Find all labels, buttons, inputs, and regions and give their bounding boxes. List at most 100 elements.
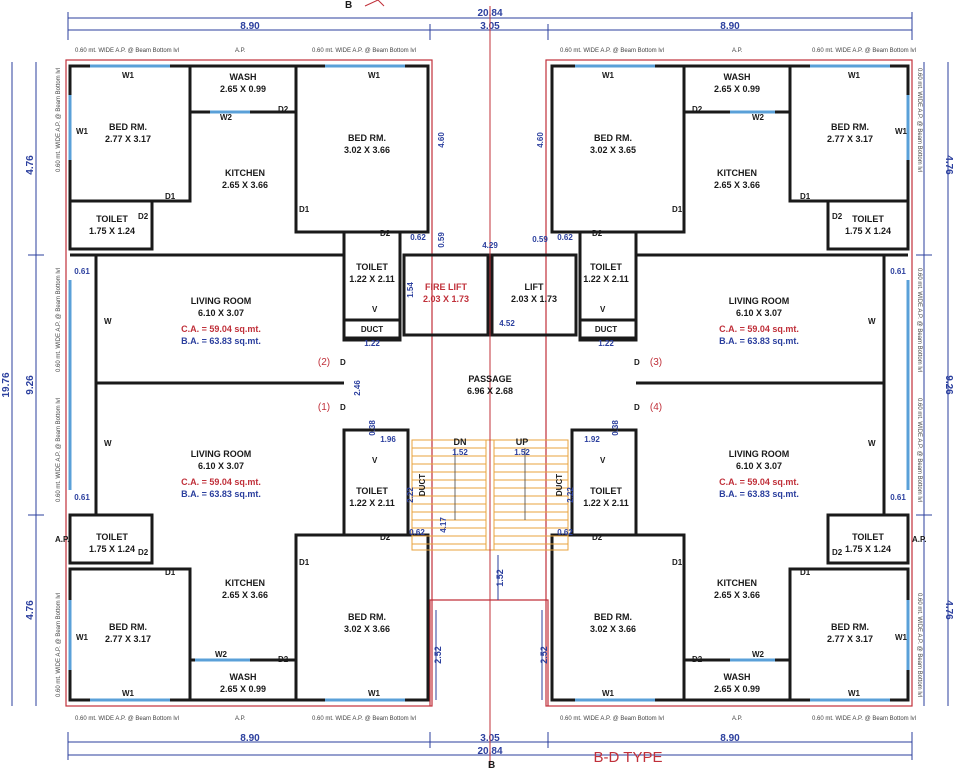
dim-062-right: 0.62 <box>557 233 573 242</box>
dim-right-upper: 4.76 <box>943 155 954 175</box>
tag-w1-7: W1 <box>602 71 615 80</box>
tag-v-3: V <box>600 305 606 314</box>
tag-w1-9: W1 <box>895 127 908 136</box>
ap-tag-bottom-left: A.P. <box>235 716 246 722</box>
ap-note-bottom-left2: 0.60 mt. WIDE A.P. @ Beam Bottom lvl <box>312 716 416 722</box>
fire-lift-name: FIRE LIFT <box>425 282 467 292</box>
u4-bed2-name: BED RM. <box>594 612 632 622</box>
tag-d2-8: D2 <box>832 212 843 221</box>
u4-kitchen-name: KITCHEN <box>717 578 757 588</box>
ap-note-side-right-1: 0.60 mt. WIDE A.P. @ Beam Bottom lvl <box>916 68 922 172</box>
lobby-dims <box>435 555 543 700</box>
dim-222-left: 2.22 <box>406 487 415 503</box>
u3-ca: C.A. = 59.04 sq.mt. <box>719 324 799 334</box>
section-marker-bottom: B <box>488 760 495 768</box>
opening-tags: W1 W1 D1 W2 D2 W1 D1 D2 D2 W D D W V V D… <box>55 71 927 698</box>
u1-bed2-name: BED RM. <box>348 612 386 622</box>
toilet-core-bl-size: 1.22 X 2.11 <box>349 498 395 508</box>
ap-note-side-left-1: 0.60 mt. WIDE A.P. @ Beam Bottom lvl <box>56 68 62 172</box>
tag-d2-10: D2 <box>592 533 603 542</box>
toilet-core-tr-size: 1.22 X 2.11 <box>583 274 629 284</box>
u2-wash-name: WASH <box>230 72 257 82</box>
dim-038-left: 0.38 <box>368 420 377 436</box>
tag-w1-10: W1 <box>895 633 908 642</box>
u4-toilet-size: 1.75 X 1.24 <box>845 544 891 554</box>
ap-note-top-left2: 0.60 mt. WIDE A.P. @ Beam Bottom lvl <box>312 48 416 54</box>
tag-d1-7: D1 <box>672 558 683 567</box>
tag-w1-4: W1 <box>76 633 89 642</box>
u2-bed2-name: BED RM. <box>348 133 386 143</box>
tag-d1-2: D1 <box>299 205 310 214</box>
tag-w1-3: W1 <box>368 71 381 80</box>
entrance-lobby <box>429 599 549 706</box>
dim-right-mid: 9.26 <box>943 375 954 395</box>
tag-d1-4: D1 <box>299 558 310 567</box>
u1-toilet-name: TOILET <box>96 532 128 542</box>
dim-192: 1.92 <box>584 435 600 444</box>
dim-038-right: 0.38 <box>611 420 620 436</box>
u2-kitchen-size: 2.65 X 3.66 <box>222 180 268 190</box>
dim-core-right: 4.60 <box>536 132 545 148</box>
outer-outline <box>65 59 913 707</box>
tag-d-4: D <box>634 403 640 412</box>
dim-062-br: 0.62 <box>557 528 573 537</box>
duct-br: DUCT <box>555 474 564 496</box>
u3-bed1-size: 2.77 X 3.17 <box>827 134 873 144</box>
dim-lobby-left: 2.52 <box>433 646 443 664</box>
tag-d1-3: D1 <box>165 568 176 577</box>
unit-2-label: (2) <box>318 357 330 368</box>
plan-title: B-D TYPE <box>594 749 663 766</box>
u4-living-name: LIVING ROOM <box>729 449 790 459</box>
tag-d1-1: D1 <box>165 192 176 201</box>
u4-bed1-size: 2.77 X 3.17 <box>827 634 873 644</box>
tag-w2-3: W2 <box>752 113 765 122</box>
tag-w1-12: W1 <box>848 689 861 698</box>
passage-size: 6.96 X 2.68 <box>467 386 513 396</box>
u3-kitchen-size: 2.65 X 3.66 <box>714 180 760 190</box>
u2-toilet-name: TOILET <box>96 214 128 224</box>
dim-left-total: 19.76 <box>1 372 12 397</box>
lift-name: LIFT <box>525 282 544 292</box>
tag-w2-4: W2 <box>752 650 765 659</box>
passage-name: PASSAGE <box>468 374 511 384</box>
u1-kitchen-size: 2.65 X 3.66 <box>222 590 268 600</box>
ap-note-side-left-4: 0.60 mt. WIDE A.P. @ Beam Bottom lvl <box>56 593 62 697</box>
tag-w-2: W <box>104 439 112 448</box>
u1-toilet-size: 1.75 X 1.24 <box>89 544 135 554</box>
u3-kitchen-name: KITCHEN <box>717 168 757 178</box>
dim-062-bl: 0.62 <box>409 528 425 537</box>
u4-bed1-name: BED RM. <box>831 622 869 632</box>
tag-w1-2: W1 <box>76 127 89 136</box>
u3-toilet-size: 1.75 X 1.24 <box>845 226 891 236</box>
dim-left-wing-bottom: 8.90 <box>240 733 260 744</box>
dim-stair-right: 1.52 <box>514 448 530 457</box>
dim-059-left: 0.59 <box>437 232 446 248</box>
u1-living-size: 6.10 X 3.07 <box>198 461 244 471</box>
dim-right-wing-bottom: 8.90 <box>720 733 740 744</box>
ap-tag-top-right: A.P. <box>732 48 743 54</box>
dim-right-wing-top: 8.90 <box>720 21 740 32</box>
tag-d1-5: D1 <box>672 205 683 214</box>
unit-4-label: (4) <box>650 402 662 413</box>
dim-061-2: 0.61 <box>74 493 90 502</box>
dim-lobby-depth: 1.52 <box>495 569 505 587</box>
tag-d-2: D <box>340 403 346 412</box>
u4-wash-size: 2.65 X 0.99 <box>714 684 760 694</box>
ap-note-top-right2: 0.60 mt. WIDE A.P. @ Beam Bottom lvl <box>812 48 916 54</box>
section-marker-top: B <box>345 0 352 11</box>
lift-size: 2.03 X 1.73 <box>511 294 557 304</box>
u2-living-name: LIVING ROOM <box>191 296 252 306</box>
u3-ba: B.A. = 63.83 sq.mt. <box>719 336 799 346</box>
dim-122-left: 1.22 <box>364 339 380 348</box>
u2-living-size: 6.10 X 3.07 <box>198 308 244 318</box>
toilet-core-br-name: TOILET <box>590 486 622 496</box>
u3-living-size: 6.10 X 3.07 <box>736 308 782 318</box>
dim-left-wing-top: 8.90 <box>240 21 260 32</box>
u2-bed1-name: BED RM. <box>109 122 147 132</box>
u1-bed1-size: 2.77 X 3.17 <box>105 634 151 644</box>
tag-v-2: V <box>372 456 378 465</box>
ap-note-side-right-2: 0.60 mt. WIDE A.P. @ Beam Bottom lvl <box>916 268 922 372</box>
ap-note-side-left-2: 0.60 mt. WIDE A.P. @ Beam Bottom lvl <box>56 268 62 372</box>
ap-note-side-right-3: 0.60 mt. WIDE A.P. @ Beam Bottom lvl <box>916 398 922 502</box>
dim-059-right: 0.59 <box>532 235 548 244</box>
